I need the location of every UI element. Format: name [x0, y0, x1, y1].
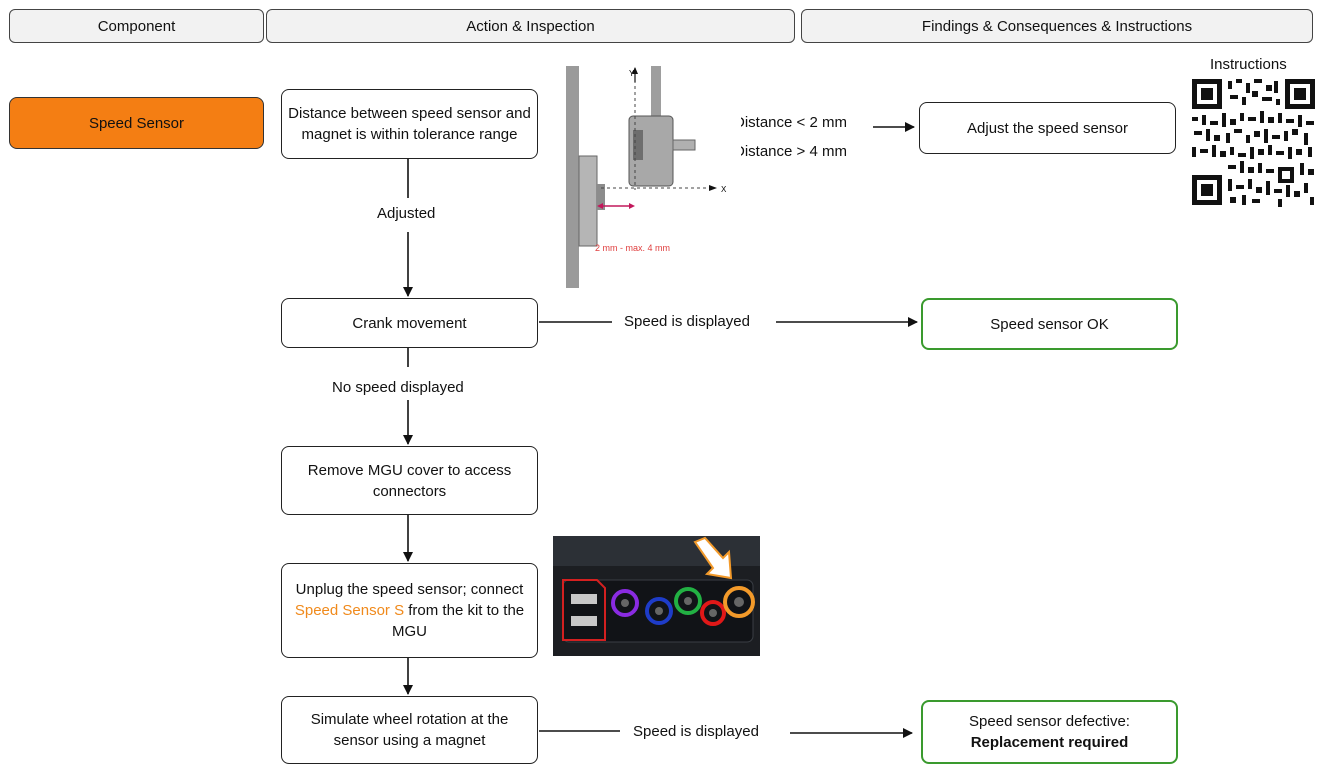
step-crank-movement: Crank movement [281, 298, 538, 348]
pointer-arrow-icon [693, 536, 733, 580]
red-pin-ring [700, 600, 726, 626]
green-pin-ring [674, 587, 702, 615]
magnet-holder [578, 155, 598, 247]
instructions-qr-code-icon[interactable] [1190, 77, 1317, 208]
finding-adjust-sensor: Adjust the speed sensor [919, 102, 1176, 154]
header-findings: Findings & Consequences & Instructions [801, 9, 1313, 43]
axis-x-label: X [721, 185, 727, 194]
defective-line-2: Replacement required [970, 734, 1129, 751]
sensor-distance-figure: Y X 2 mm - max. 4 mm [563, 64, 741, 290]
axis-y-label: Y [629, 69, 635, 78]
edge-label-adjusted: Adjusted [377, 205, 436, 222]
step-remove-cover: Remove MGU cover to access connectors [281, 446, 538, 515]
unplug-text-suffix: from the kit to the MGU [392, 602, 525, 640]
finding-sensor-defective: Speed sensor defective: Replacement requ… [921, 700, 1178, 764]
connector-photo [553, 536, 760, 656]
sensor-shaft [651, 66, 661, 124]
edge-label-speed-displayed: Speed is displayed [624, 313, 750, 330]
range-label: 2 mm - max. 4 mm [595, 243, 670, 253]
step-simulate-rotation: Simulate wheel rotation at the sensor us… [281, 696, 538, 764]
orange-pin-ring [723, 586, 755, 618]
header-action-inspection: Action & Inspection [266, 9, 795, 43]
unplug-text-prefix: Unplug the speed sensor; connect [295, 581, 524, 598]
magnet-disc-edge [566, 66, 579, 288]
defective-line-1: Speed sensor defective: [969, 713, 1130, 730]
label-distance-gt: Distance > 4 mm [734, 143, 847, 160]
blue-pin-ring [645, 597, 673, 625]
header-component: Component [9, 9, 264, 43]
speed-sensor-s-highlight: Speed Sensor S [294, 602, 405, 619]
step-distance-check: Distance between speed sensor and magnet… [281, 89, 538, 159]
label-distance-lt: Distance < 2 mm [734, 114, 847, 131]
purple-pin-ring [611, 589, 639, 617]
instructions-label: Instructions [1210, 56, 1287, 73]
component-speed-sensor: Speed Sensor [9, 97, 264, 149]
step-unplug-sensor: Unplug the speed sensor; connect Speed S… [281, 563, 538, 658]
finding-sensor-ok: Speed sensor OK [921, 298, 1178, 350]
magnet [597, 184, 605, 210]
edge-label-speed-displayed-2: Speed is displayed [633, 723, 759, 740]
edge-label-no-speed: No speed displayed [332, 379, 464, 396]
